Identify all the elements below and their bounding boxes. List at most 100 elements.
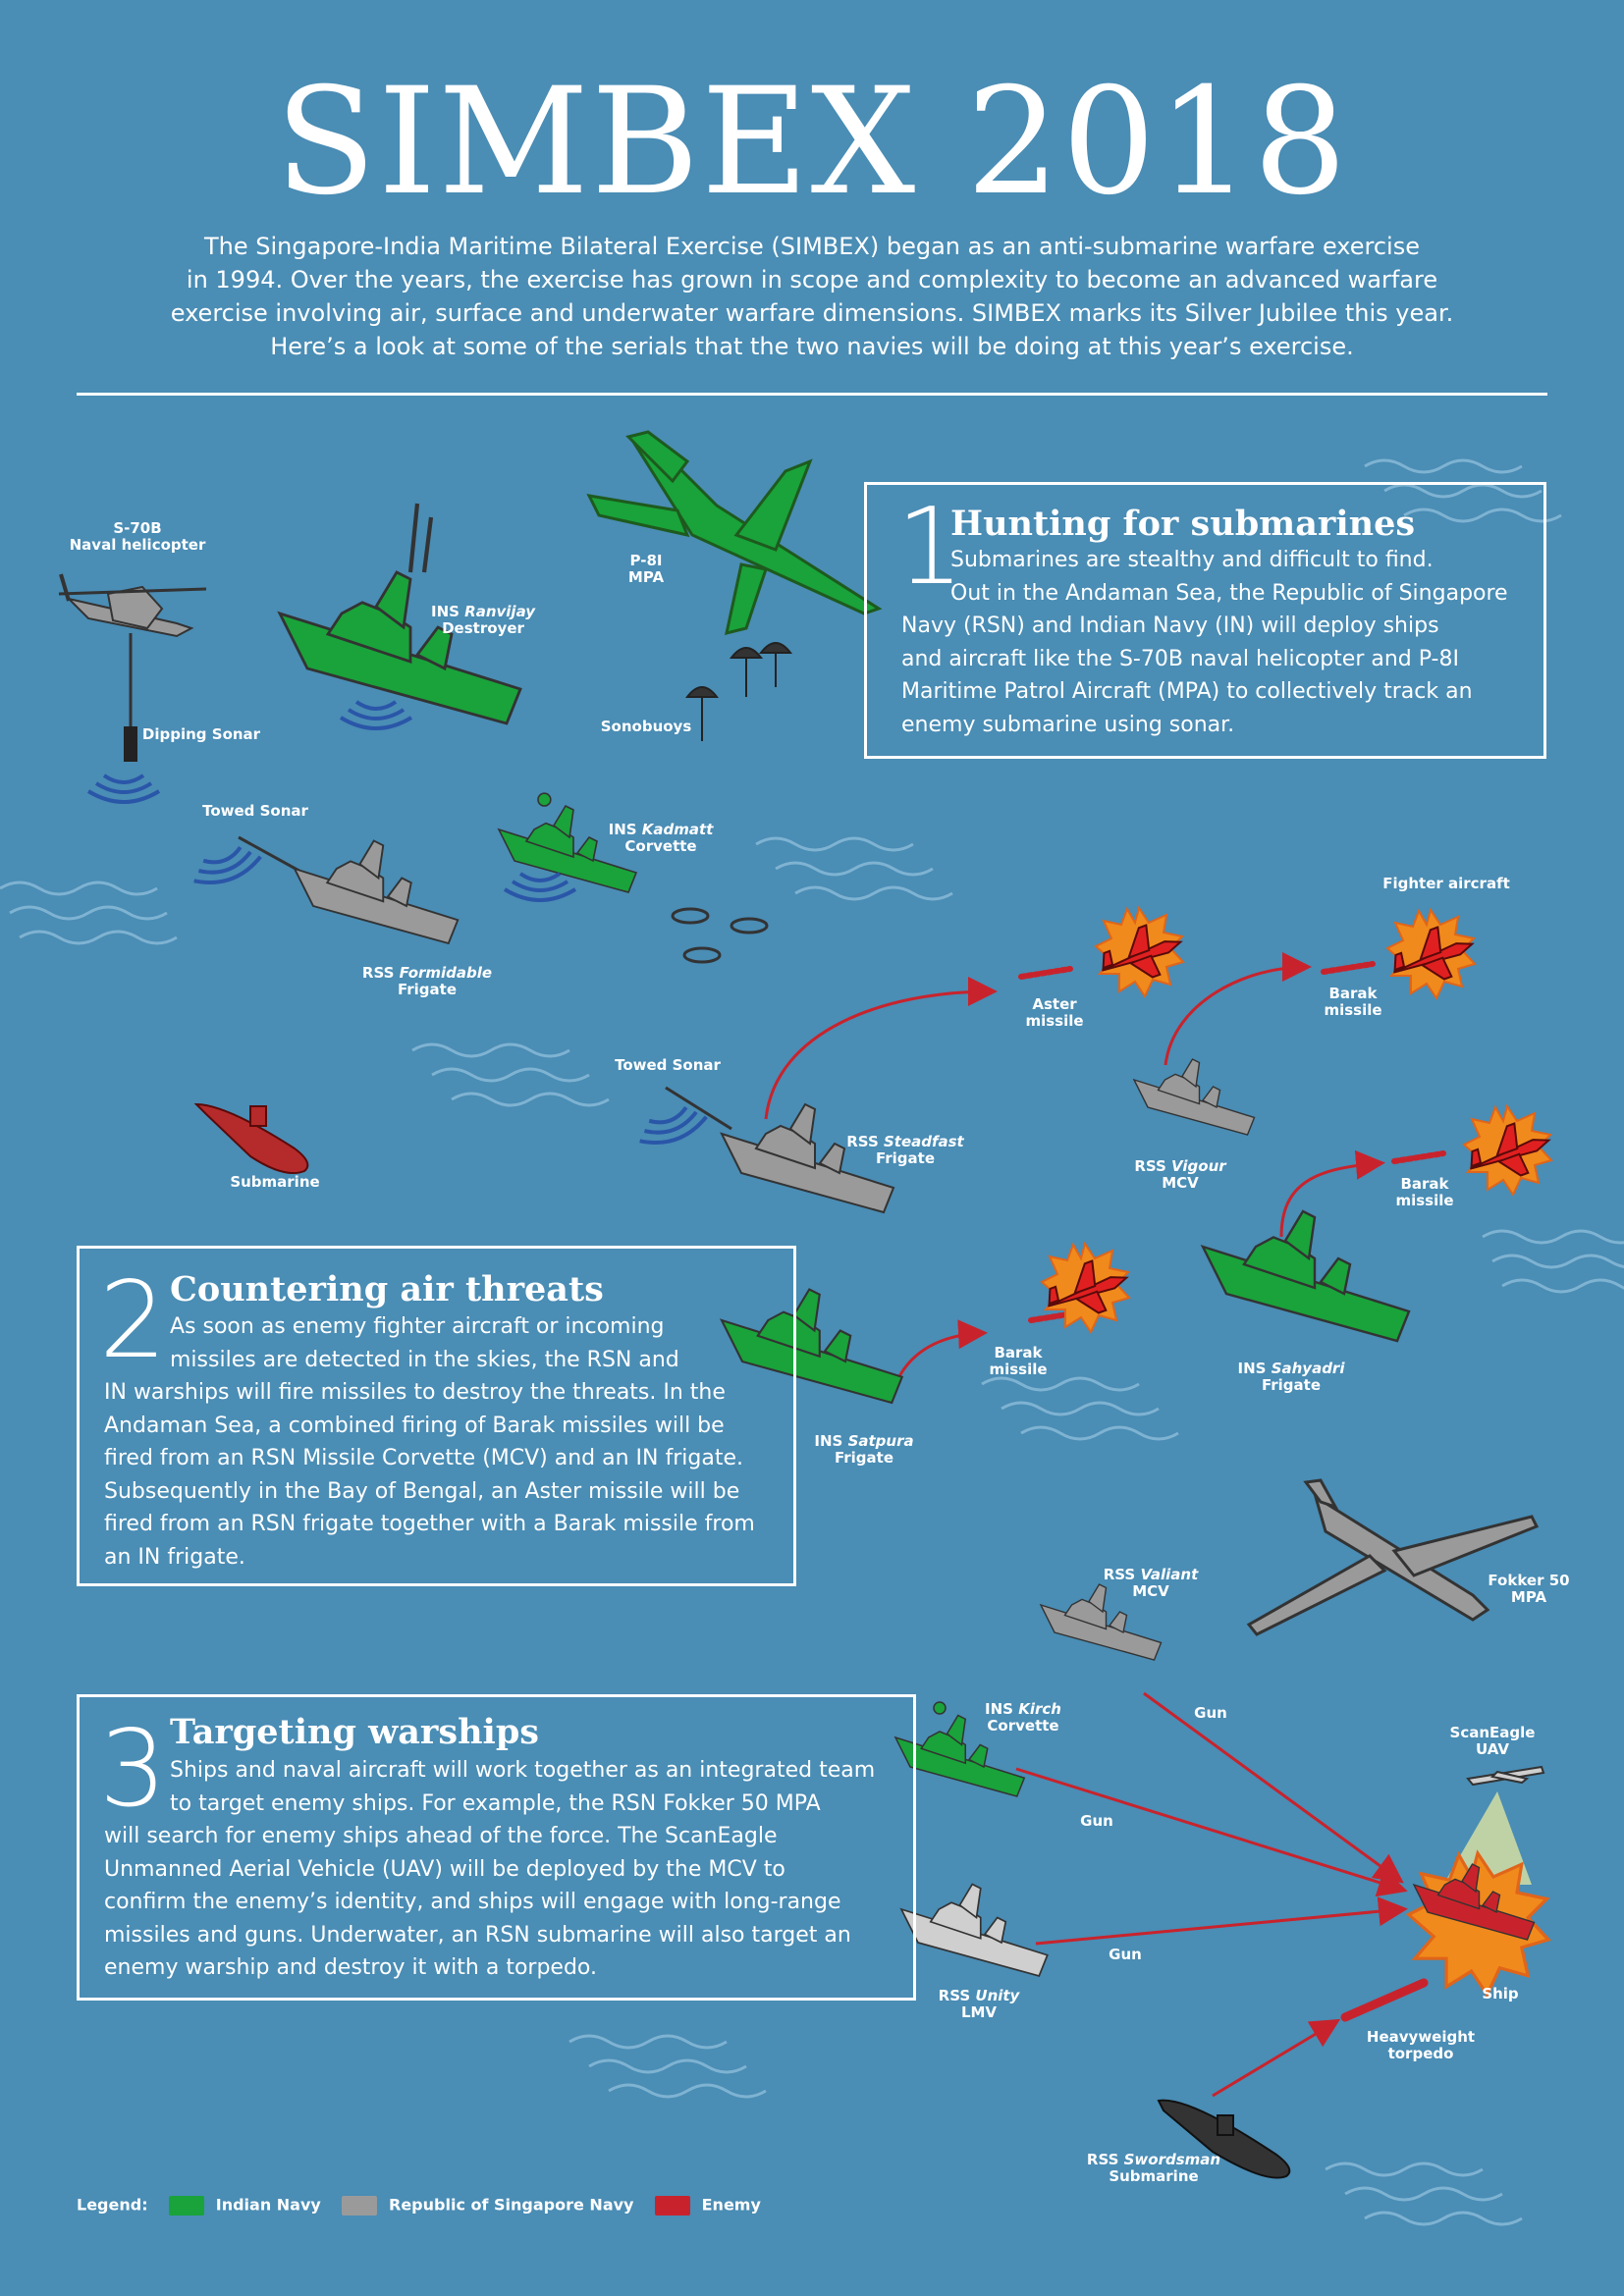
panel-line: enemy submarine using sonar.	[901, 712, 1235, 737]
label-gun: Gun	[1109, 1946, 1142, 1963]
intro-line: exercise involving air, surface and unde…	[170, 299, 1454, 327]
label-gun: Gun	[1194, 1704, 1227, 1722]
label-fighter-aircraft: Fighter aircraft	[1382, 875, 1510, 892]
legend-swatch-rsn	[342, 2195, 378, 2216]
torpedo-icon	[1340, 1978, 1429, 2022]
panel-hunting-submarines: 1 Hunting for submarines Submarines are …	[864, 482, 1546, 759]
legend-item: Republic of Singapore Navy	[389, 2195, 634, 2215]
page-title: SIMBEX 2018	[275, 57, 1349, 228]
intro-text: The Singapore-India Maritime Bilateral E…	[167, 230, 1457, 363]
ship-unity	[900, 1883, 1049, 1977]
panel-line: missiles are detected in the skies, the …	[170, 1347, 679, 1372]
dipping-sonar-device	[124, 726, 137, 762]
label-dipping-sonar: Dipping Sonar	[141, 725, 261, 743]
dipping-sonar-markers	[671, 907, 769, 964]
towed-line-1	[238, 835, 305, 876]
ship-formidable	[294, 839, 460, 944]
legend-swatch-enemy	[655, 2195, 691, 2216]
legend: Legend: Indian Navy Republic of Singapor…	[77, 2194, 761, 2216]
label-towed-sonar-1: Towed Sonar	[202, 802, 308, 820]
barak-missile-icon	[1324, 964, 1373, 972]
sonobuoys	[684, 642, 793, 741]
panel-line: Ships and naval aircraft will work toget…	[170, 1758, 876, 1783]
panel-line: will search for enemy ships ahead of the…	[104, 1824, 778, 1848]
label-ship: Ship	[1482, 1985, 1519, 2002]
intro-line: Here’s a look at some of the serials tha…	[270, 333, 1354, 360]
gun-line-1	[1143, 1691, 1404, 1884]
ship-vigour	[1133, 1058, 1256, 1136]
legend-item: Indian Navy	[215, 2195, 321, 2215]
submarine-enemy	[193, 1102, 309, 1175]
panel-title: Hunting for submarines	[950, 504, 1416, 544]
label-sonobuoys: Sonobuoys	[600, 718, 692, 735]
gun-line-2	[1015, 1767, 1408, 1897]
gun-line-3	[1035, 1896, 1408, 1946]
legend-swatch-indian-navy	[169, 2195, 205, 2216]
aircraft-fokker50	[1246, 1478, 1540, 1636]
panel-line: As soon as enemy fighter aircraft or inc…	[170, 1314, 665, 1339]
panel-number: 1	[896, 486, 964, 609]
panel-line: fired from an RSN Missile Corvette (MCV)…	[104, 1446, 743, 1470]
panel-line: fired from an RSN frigate together with …	[104, 1512, 755, 1536]
panel-line: Maritime Patrol Aircraft (MPA) to collec…	[901, 679, 1473, 704]
panel-line: missiles and guns. Underwater, an RSN su…	[104, 1922, 851, 1948]
missile-path-barak-3	[892, 1319, 988, 1390]
missile-path-aster	[764, 977, 998, 1120]
submarine-swordsman	[1157, 2099, 1291, 2179]
label-towed-sonar-2: Towed Sonar	[615, 1056, 721, 1074]
aster-missile-icon	[1021, 969, 1070, 977]
legend-item: Enemy	[701, 2195, 761, 2215]
uav-scaneagle	[1466, 1765, 1545, 1787]
barak-missile-icon	[1394, 1153, 1443, 1161]
sonar-arcs-kadmatt	[503, 872, 577, 902]
panel-targeting-warships: 3 Targeting warships Ships and naval air…	[77, 1694, 916, 2001]
panel-countering-air-threats: 2 Countering air threats As soon as enem…	[77, 1246, 796, 1586]
sonar-arcs-ranvijay	[339, 700, 413, 730]
uav-scan-beam	[1443, 1791, 1532, 1885]
ship-ranvijay	[278, 503, 522, 725]
panel-body: Ships and naval aircraft will work toget…	[104, 1754, 875, 1985]
missile-path-barak-1	[1164, 952, 1312, 1066]
missile-path-barak-2	[1279, 1149, 1385, 1238]
panel-title: Countering air threats	[170, 1269, 604, 1309]
intro-line: in 1994. Over the years, the exercise ha…	[186, 266, 1438, 294]
helicopter-s70b	[58, 573, 207, 638]
legend-label: Legend:	[77, 2195, 148, 2215]
ship-sahyadri	[1201, 1209, 1411, 1343]
panel-body: As soon as enemy fighter aircraft or inc…	[104, 1310, 755, 1574]
panel-line: an IN frigate.	[104, 1544, 245, 1570]
panel-line: confirm the enemy’s identity, and ships …	[104, 1890, 841, 1914]
panel-line: Submarines are stealthy and difficult to…	[950, 548, 1434, 572]
sonar-arcs-dipping	[86, 774, 161, 804]
towed-line-2	[665, 1086, 732, 1131]
aircraft-p8i	[586, 430, 883, 636]
intro-line: The Singapore-India Maritime Bilateral E…	[204, 233, 1420, 260]
panel-line: Out in the Andaman Sea, the Republic of …	[950, 580, 1508, 606]
panel-line: Subsequently in the Bay of Bengal, an As…	[104, 1478, 740, 1504]
panel-number: 2	[99, 1259, 167, 1382]
label-submarine: Submarine	[230, 1173, 320, 1191]
sonar-arcs-towed-1	[187, 839, 267, 893]
panel-number: 3	[99, 1708, 167, 1831]
panel-line: Andaman Sea, a combined firing of Barak …	[104, 1413, 725, 1438]
